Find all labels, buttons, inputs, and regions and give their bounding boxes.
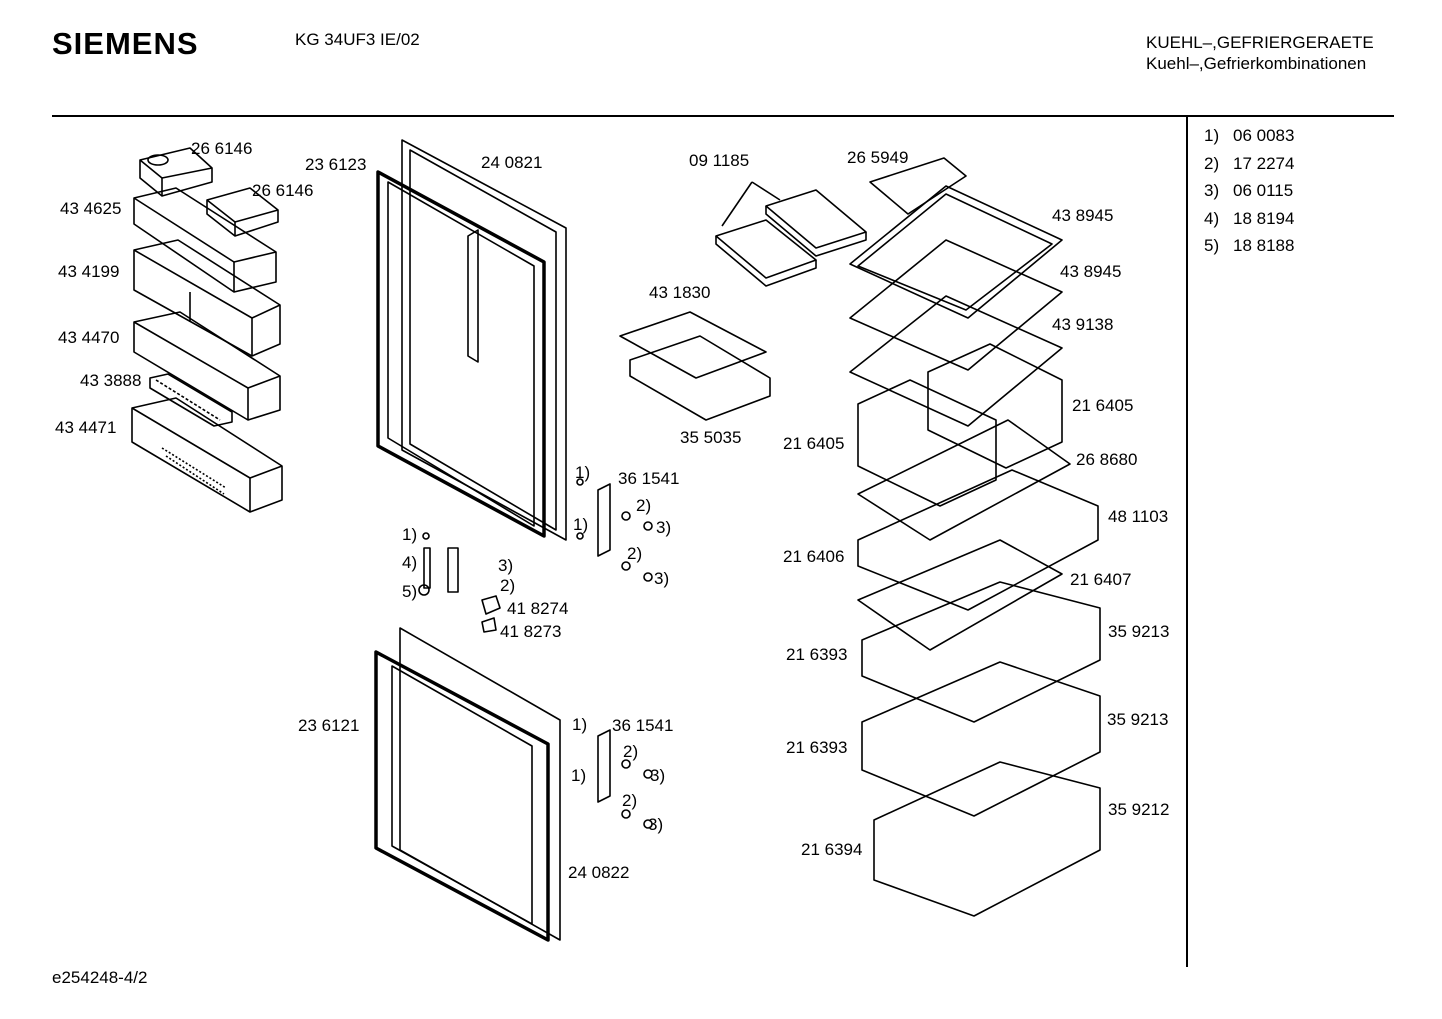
- legend-row: 1) 06 0083: [1204, 126, 1294, 154]
- legend-part: 06 0115: [1233, 181, 1294, 200]
- part-label: 35 9212: [1108, 800, 1170, 819]
- callout-label: 3): [654, 569, 670, 588]
- part-label: 24 0821: [481, 153, 543, 172]
- callout-label: 1): [402, 525, 418, 544]
- part-label: 43 8945: [1060, 262, 1122, 281]
- part-label: 36 1541: [618, 469, 680, 488]
- part-label: 41 8273: [500, 622, 562, 641]
- part-label: 23 6121: [298, 716, 360, 735]
- callout-label: 1): [571, 766, 587, 785]
- callout-label: 3): [650, 766, 666, 785]
- part-label: 21 6407: [1070, 570, 1132, 589]
- header-divider: [52, 115, 1394, 117]
- hinge-parts-group: [418, 478, 653, 633]
- legend-row: 3) 06 0115: [1204, 181, 1294, 209]
- part-label: 43 9138: [1052, 315, 1114, 334]
- callout-label: 3): [498, 556, 514, 575]
- part-label: 26 6146: [252, 181, 314, 200]
- legend-row: 5) 18 8188: [1204, 236, 1294, 264]
- part-label: 43 4199: [58, 262, 120, 281]
- legend-row: 4) 18 8194: [1204, 209, 1294, 237]
- legend-num: 3): [1204, 181, 1220, 200]
- freezer-door-group: [374, 627, 653, 942]
- legend-part: 17 2274: [1233, 153, 1295, 173]
- legend-row: 2) 17 2274: [1204, 154, 1294, 182]
- door-shelf-group: [131, 147, 283, 513]
- bottle-rack-group: [619, 311, 771, 421]
- part-label: 26 5949: [847, 148, 909, 167]
- part-label: 35 9213: [1108, 622, 1170, 641]
- callout-label: 2): [636, 496, 652, 515]
- callout-label: 2): [627, 544, 643, 563]
- category-title: KUEHL–,GEFRIERGERAETE: [1146, 33, 1374, 52]
- shelf-and-drawer-stack: [849, 157, 1101, 917]
- part-label: 21 6394: [801, 840, 863, 859]
- part-label: 43 4625: [60, 199, 122, 218]
- legend-num: 1): [1204, 126, 1220, 145]
- part-label: 21 6406: [783, 547, 845, 566]
- part-label: 26 6146: [191, 139, 253, 158]
- legend-num: 5): [1204, 236, 1220, 255]
- part-label: 21 6405: [783, 434, 845, 453]
- callout-label: 3): [648, 815, 664, 834]
- part-label: 21 6405: [1072, 396, 1134, 415]
- ice-tray-group: [715, 181, 867, 287]
- parts-legend: 1)06 0083 2)17 2274 3)06 0115 4)18 8194 …: [1204, 126, 1294, 264]
- part-label: 48 1103: [1108, 507, 1169, 526]
- part-label: 35 5035: [680, 428, 742, 447]
- callout-label: 1): [572, 715, 588, 734]
- part-label: 21 6393: [786, 645, 848, 664]
- part-label: 26 8680: [1076, 450, 1138, 469]
- brand-logo: SIEMENS: [52, 26, 199, 61]
- part-label: 41 8274: [507, 599, 569, 618]
- callout-label: 1): [573, 515, 589, 534]
- legend-part: 18 8188: [1233, 236, 1295, 255]
- legend-part: 18 8194: [1233, 208, 1295, 228]
- category-subtitle: Kuehl–,Gefrierkombinationen: [1146, 54, 1367, 73]
- legend-part: 06 0083: [1233, 126, 1295, 145]
- part-label: 24 0822: [568, 863, 630, 882]
- part-label: 21 6393: [786, 738, 848, 757]
- callout-label: 2): [623, 742, 639, 761]
- legend-num: 4): [1204, 208, 1220, 228]
- part-label: 09 1185: [689, 151, 750, 170]
- part-label: 35 9213: [1107, 710, 1169, 729]
- part-label: 43 8945: [1052, 206, 1114, 225]
- callout-label: 2): [500, 576, 516, 595]
- part-label: 23 6123: [305, 155, 367, 174]
- part-label: 43 4471: [55, 418, 117, 437]
- part-label: 36 1541: [612, 716, 674, 735]
- part-label: 43 1830: [649, 283, 711, 302]
- callout-label: 4): [402, 553, 418, 572]
- callout-label: 1): [575, 463, 591, 482]
- callout-label: 2): [622, 791, 638, 810]
- model-number: KG 34UF3 IE/02: [295, 30, 420, 49]
- callout-label: 5): [402, 582, 418, 601]
- callout-label: 3): [656, 518, 672, 537]
- drawing-code: e254248-4/2: [52, 968, 148, 987]
- legend-divider: [1186, 117, 1188, 967]
- fridge-door-group: [376, 139, 567, 541]
- part-label: 43 3888: [80, 371, 142, 390]
- legend-num: 2): [1204, 153, 1220, 173]
- part-label: 43 4470: [58, 328, 120, 347]
